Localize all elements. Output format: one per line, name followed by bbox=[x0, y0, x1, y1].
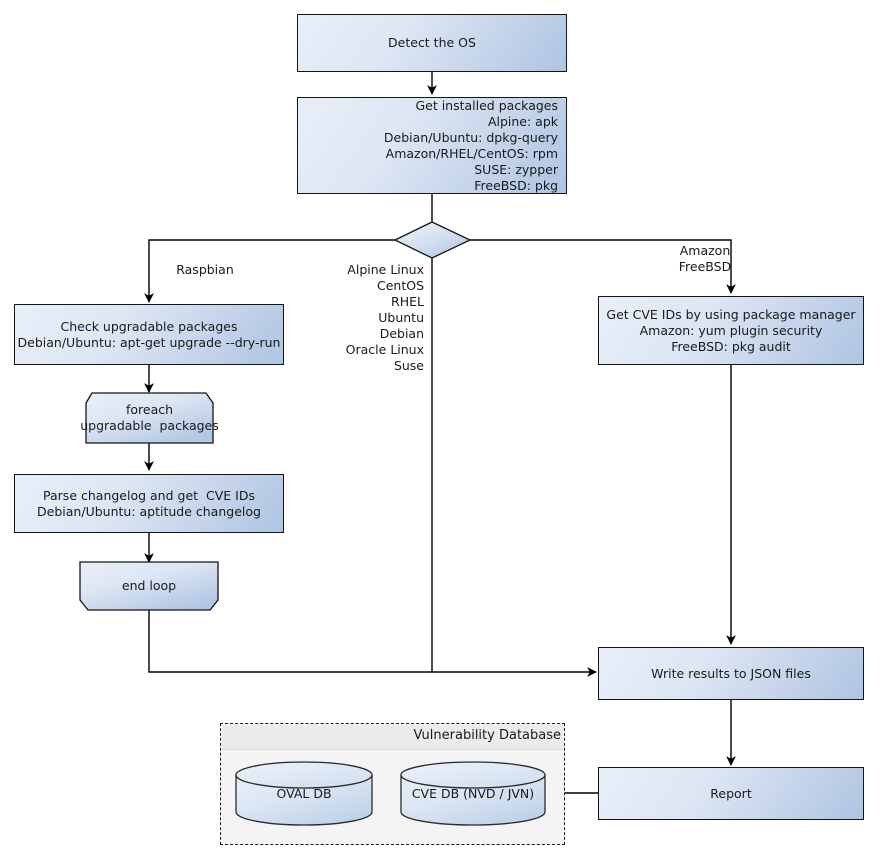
node-parse-changelog-label: Parse changelog and get CVE IDs Debian/U… bbox=[37, 487, 261, 519]
node-foreach-loop-label: foreach upgradable packages bbox=[80, 402, 219, 433]
cve-db-label: CVE DB (NVD / JVN) bbox=[411, 786, 535, 801]
node-write-results-label: Write results to JSON files bbox=[651, 665, 811, 681]
vulnerability-database-title: Vulnerability Database bbox=[413, 728, 561, 743]
edge-label-middle-branch: Alpine Linux CentOS RHEL Ubuntu Debian O… bbox=[345, 262, 424, 373]
node-detect-os[interactable]: Detect the OS bbox=[297, 14, 567, 72]
node-parse-changelog[interactable]: Parse changelog and get CVE IDs Debian/U… bbox=[14, 474, 284, 533]
end-loop-shape bbox=[79, 561, 219, 611]
node-report[interactable]: Report bbox=[598, 767, 864, 820]
node-end-loop[interactable]: end loop bbox=[80, 562, 218, 610]
oval-db-label: OVAL DB bbox=[276, 786, 332, 801]
edge-label-raspbian: Raspbian bbox=[176, 262, 234, 277]
edge-endloop-to-write bbox=[148, 610, 597, 677]
node-get-installed-packages[interactable]: Get installed packages Alpine: apk Debia… bbox=[297, 97, 567, 194]
node-detect-os-label: Detect the OS bbox=[388, 35, 476, 50]
node-report-label: Report bbox=[710, 785, 752, 801]
oval-db-cylinder bbox=[235, 761, 373, 826]
os-decision-diamond bbox=[393, 221, 472, 259]
node-check-upgradable-packages[interactable]: Check upgradable packages Debian/Ubuntu:… bbox=[14, 304, 284, 365]
node-end-loop-label: end loop bbox=[121, 578, 177, 593]
cve-db-cylinder bbox=[400, 761, 546, 826]
vulnerability-database-titlebar bbox=[222, 725, 563, 750]
edge-decision-raspbian bbox=[144, 239, 395, 303]
foreach-loop-shape bbox=[85, 392, 214, 444]
node-check-upgradable-packages-label: Check upgradable packages Debian/Ubuntu:… bbox=[17, 318, 281, 350]
node-foreach-loop[interactable]: foreach upgradable packages bbox=[80, 393, 219, 443]
edge-decision-right bbox=[470, 239, 736, 294]
edge-label-right-branch: Amazon FreeBSD bbox=[678, 243, 732, 274]
node-write-results[interactable]: Write results to JSON files bbox=[598, 647, 864, 700]
node-get-cve-ids-package-manager[interactable]: Get CVE IDs by using package manager Ama… bbox=[598, 296, 864, 365]
node-get-cve-ids-package-manager-label: Get CVE IDs by using package manager Ama… bbox=[606, 306, 856, 354]
node-get-installed-packages-label: Get installed packages Alpine: apk Debia… bbox=[383, 97, 558, 193]
